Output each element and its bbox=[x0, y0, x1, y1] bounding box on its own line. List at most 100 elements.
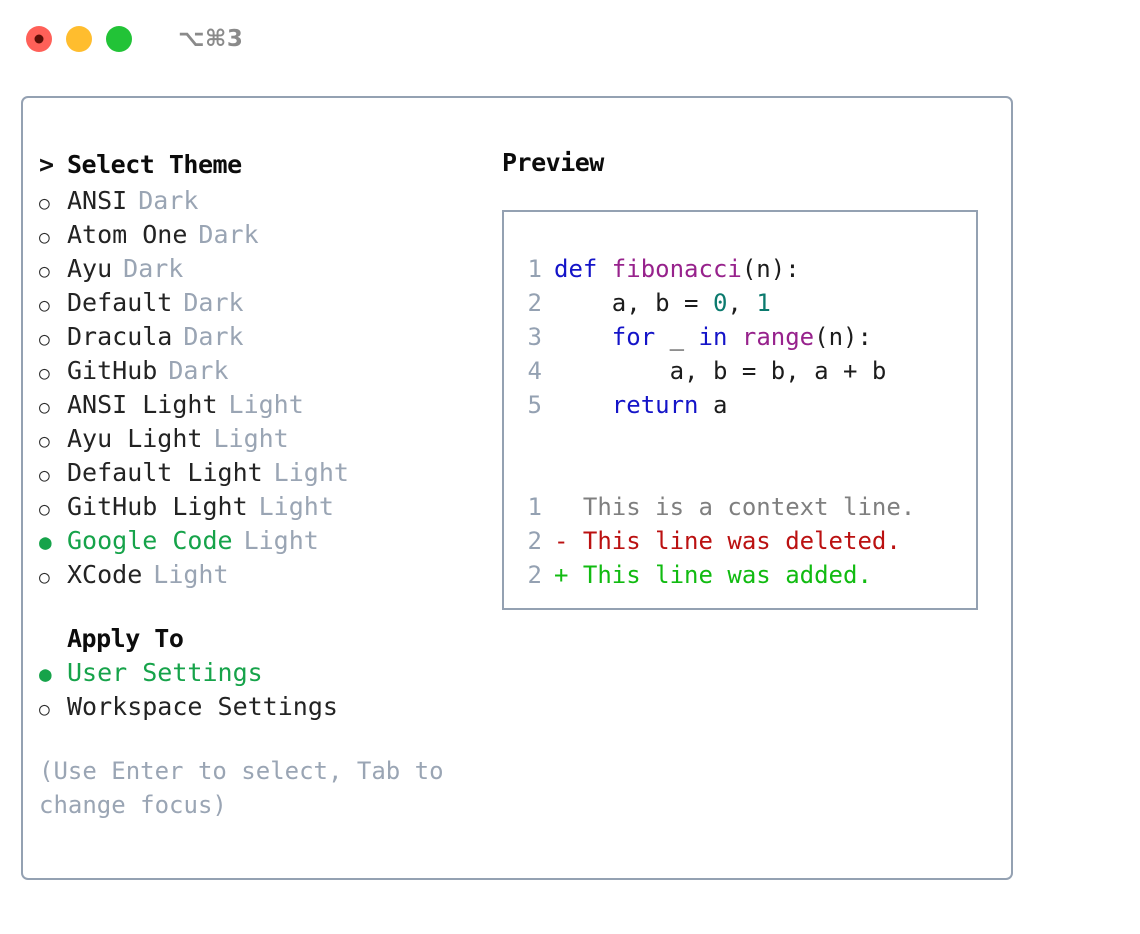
theme-list-item[interactable]: ○ Ayu Dark bbox=[39, 252, 489, 286]
diff-sample: 1 This is a context line.2- This line wa… bbox=[504, 490, 976, 592]
code-token: 0 bbox=[712, 289, 728, 317]
select-theme-header: > Select Theme bbox=[39, 148, 489, 182]
radio-selected-icon: ● bbox=[39, 530, 52, 554]
theme-list-item[interactable]: ○ GitHub Dark bbox=[39, 354, 489, 388]
radio-unselected-icon: ○ bbox=[39, 465, 50, 486]
theme-name: ANSI bbox=[67, 186, 128, 215]
code-token: a, b = b, a + b bbox=[554, 357, 887, 385]
diff-sign: + bbox=[554, 561, 569, 589]
radio-unselected-icon: ○ bbox=[39, 699, 50, 720]
code-token: in bbox=[698, 323, 728, 351]
theme-name: Default bbox=[67, 288, 173, 317]
code-line-text: for _ in range(n): bbox=[554, 320, 872, 354]
diff-line-text: This is a context line. bbox=[568, 493, 916, 521]
code-line: 2 a, b = 0, 1 bbox=[504, 286, 976, 320]
zoom-button[interactable] bbox=[106, 26, 132, 52]
theme-name: Default Light bbox=[67, 458, 263, 487]
section-spacer bbox=[39, 592, 489, 622]
radio-unselected-icon: ○ bbox=[39, 261, 50, 282]
diff-sign bbox=[554, 490, 568, 524]
code-line-number: 5 bbox=[527, 391, 542, 419]
theme-variant-badge: Light bbox=[243, 526, 319, 555]
code-token: for bbox=[611, 323, 656, 351]
select-theme-title: Select Theme bbox=[67, 150, 242, 179]
theme-list-item[interactable]: ○ Default Light Light bbox=[39, 456, 489, 490]
diff-line: 2+ This line was added. bbox=[504, 558, 976, 592]
code-token: fibonacci bbox=[611, 255, 742, 283]
code-token: (n): bbox=[814, 323, 872, 351]
theme-variant-badge: Dark bbox=[138, 186, 199, 215]
diff-line-number: 2 bbox=[527, 561, 542, 589]
apply-to-header: Apply To bbox=[39, 622, 489, 656]
theme-list-item[interactable]: ○ Ayu Light Light bbox=[39, 422, 489, 456]
theme-variant-badge: Light bbox=[228, 390, 304, 419]
code-token bbox=[554, 391, 612, 419]
diff-line: 1 This is a context line. bbox=[504, 490, 976, 524]
minimize-button[interactable] bbox=[66, 26, 92, 52]
apply-to-option[interactable]: ○ Workspace Settings bbox=[39, 690, 489, 724]
theme-variant-badge: Dark bbox=[183, 322, 244, 351]
keyboard-hint-text: (Use Enter to select, Tab to change focu… bbox=[39, 757, 444, 819]
theme-list-item[interactable]: ● Google Code Light bbox=[39, 524, 489, 558]
apply-to-list: ●User Settings ○ Workspace Settings bbox=[39, 656, 489, 724]
code-token: _ bbox=[655, 323, 699, 351]
code-line-text: a, b = b, a + b bbox=[554, 354, 887, 388]
code-token: a bbox=[698, 391, 728, 419]
caret-icon: > bbox=[39, 150, 55, 179]
close-button[interactable] bbox=[26, 26, 52, 52]
theme-name: Atom One bbox=[67, 220, 188, 249]
theme-variant-badge: Light bbox=[213, 424, 289, 453]
theme-variant-badge: Light bbox=[258, 492, 334, 521]
code-token: range bbox=[741, 323, 815, 351]
theme-list-item[interactable]: ○ Atom One Dark bbox=[39, 218, 489, 252]
code-token: 1 bbox=[756, 289, 771, 317]
radio-unselected-icon: ○ bbox=[39, 397, 50, 418]
theme-list-item[interactable]: ○ Default Dark bbox=[39, 286, 489, 320]
theme-name: Google Code bbox=[67, 526, 233, 555]
code-token bbox=[727, 323, 741, 351]
theme-list-item[interactable]: ○ GitHub Light Light bbox=[39, 490, 489, 524]
theme-variant-badge: Dark bbox=[168, 356, 229, 385]
theme-variant-badge: Dark bbox=[198, 220, 259, 249]
keyboard-shortcut-label: ⌥⌘3 bbox=[178, 26, 244, 52]
theme-name: Ayu bbox=[67, 254, 113, 283]
code-line: 3 for _ in range(n): bbox=[504, 320, 976, 354]
radio-unselected-icon: ○ bbox=[39, 363, 50, 384]
apply-to-option-label: Workspace Settings bbox=[67, 692, 338, 721]
code-token: return bbox=[611, 391, 699, 419]
code-line-number: 2 bbox=[527, 289, 542, 317]
apply-to-option[interactable]: ●User Settings bbox=[39, 656, 489, 690]
code-token: def bbox=[554, 255, 612, 283]
code-diff-spacer bbox=[504, 422, 976, 456]
code-token: , bbox=[727, 289, 757, 317]
radio-unselected-icon: ○ bbox=[39, 227, 50, 248]
code-line-number: 1 bbox=[527, 255, 542, 283]
radio-unselected-icon: ○ bbox=[39, 295, 50, 316]
diff-line: 2- This line was deleted. bbox=[504, 524, 976, 558]
radio-unselected-icon: ○ bbox=[39, 431, 50, 452]
theme-variant-badge: Dark bbox=[183, 288, 244, 317]
preview-title: Preview bbox=[502, 148, 604, 177]
radio-unselected-icon: ○ bbox=[39, 499, 50, 520]
diff-line-number: 2 bbox=[527, 527, 542, 555]
theme-name: Ayu Light bbox=[67, 424, 203, 453]
code-line-text: return a bbox=[554, 388, 728, 422]
radio-unselected-icon: ○ bbox=[39, 329, 50, 350]
theme-name: GitHub Light bbox=[67, 492, 248, 521]
theme-variant-badge: Light bbox=[273, 458, 349, 487]
theme-name: GitHub bbox=[67, 356, 158, 385]
code-diff-spacer-2 bbox=[504, 456, 976, 490]
theme-variant-badge: Dark bbox=[123, 254, 184, 283]
diff-sign: - bbox=[554, 527, 569, 555]
code-line-number: 3 bbox=[527, 323, 542, 351]
